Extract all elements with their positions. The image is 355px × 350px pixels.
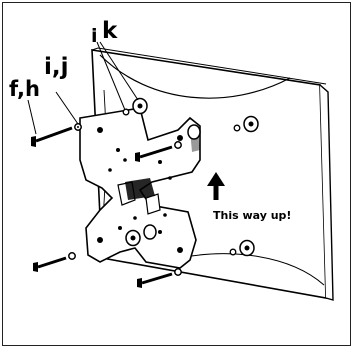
screw-upper-middle bbox=[135, 141, 182, 162]
up-arrow-icon bbox=[207, 172, 225, 200]
direction-note: This way up! bbox=[213, 209, 291, 222]
screw-lower-left bbox=[33, 252, 76, 272]
spacer-lower-right bbox=[229, 239, 255, 257]
label-part-k: k bbox=[102, 18, 118, 44]
screw-f-h-upper-left bbox=[31, 123, 82, 147]
leader-lines bbox=[27, 41, 139, 135]
spacer-lower-middle bbox=[125, 224, 157, 247]
spacer-upper-right bbox=[187, 115, 259, 140]
label-part-f-h: f,h bbox=[9, 77, 40, 101]
label-part-i: i bbox=[91, 25, 98, 47]
spacer-k-upper-left bbox=[122, 97, 148, 116]
label-part-i-j: i,j bbox=[44, 54, 69, 80]
screw-lower-middle bbox=[137, 268, 182, 288]
